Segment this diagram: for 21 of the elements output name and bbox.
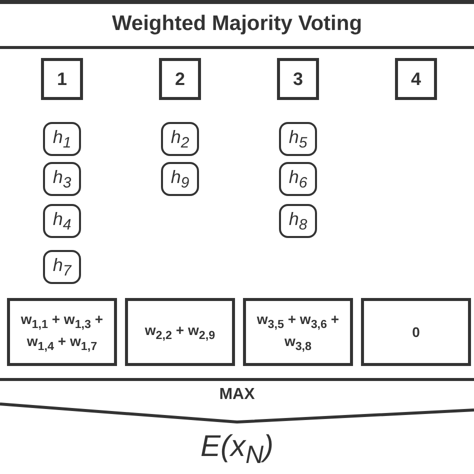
hypothesis-box: h$_{9}$	[161, 162, 199, 196]
hypothesis-box: h$_{4}$	[43, 204, 81, 238]
max-band	[0, 378, 474, 424]
hypothesis-box: h$_{8}$	[279, 204, 317, 238]
hypothesis-box: h$_{3}$	[43, 162, 81, 196]
hypothesis-box: h$_{2}$	[161, 122, 199, 156]
weight-sum-box: w$_{3,5}$ + w$_{3,6}$ + w$_{3,8}$	[243, 298, 353, 366]
weight-sum-box: w$_{2,2}$ + w$_{2,9}$	[125, 298, 235, 366]
hypothesis-box: h$_{1}$	[43, 122, 81, 156]
title: Weighted Majority Voting	[110, 12, 364, 36]
class-box: 1	[41, 58, 83, 100]
weight-sum-box: w$_{1,1}$ + w$_{1,3}$ + w$_{1,4}$ + w$_{1,7}$	[7, 298, 117, 366]
class-box: 2	[159, 58, 201, 100]
weight-sum-box: 0	[361, 298, 471, 366]
class-box: 4	[395, 58, 437, 100]
operation-label: MAX	[219, 386, 255, 404]
hypothesis-box: h$_{6}$	[279, 162, 317, 196]
hypothesis-box: h$_{5}$	[279, 122, 317, 156]
hypothesis-box: h$_{7}$	[43, 250, 81, 284]
result-formula: E(x$_{N}$)	[200, 430, 274, 463]
class-box: 3	[277, 58, 319, 100]
